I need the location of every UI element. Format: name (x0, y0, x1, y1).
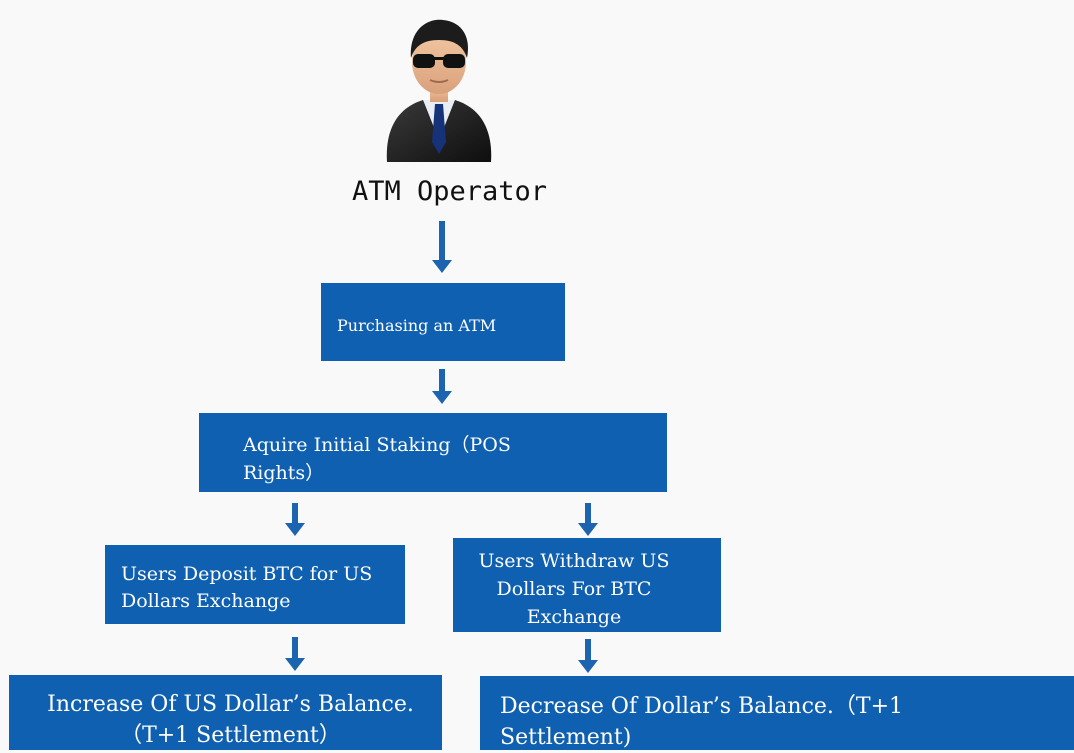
step-deposit: Users Deposit BTC for US Dollars Exchang… (105, 545, 405, 624)
arrow-down-icon (285, 637, 305, 671)
step-purchase: Purchasing an ATM (321, 283, 565, 361)
businessman-icon (386, 19, 492, 162)
step-staking: Aquire Initial Staking（POS Rights） (199, 413, 667, 492)
arrow-down-icon (578, 503, 598, 536)
step-withdraw: Users Withdraw US Dollars For BTC Exchan… (453, 538, 721, 632)
arrow-down-icon (578, 639, 598, 673)
operator-label: ATM Operator (352, 176, 548, 207)
step-purchase-label: Purchasing an ATM (337, 316, 497, 335)
arrow-down-icon (432, 369, 452, 404)
step-increase: Increase Of US Dollar’s Balance.（T+1 Set… (9, 675, 442, 750)
step-withdraw-label: Users Withdraw US Dollars For BTC Exchan… (478, 550, 670, 628)
step-decrease: Decrease Of Dollar’s Balance.（T+1 Settle… (480, 676, 1074, 750)
arrow-down-icon (285, 503, 305, 536)
step-deposit-label: Users Deposit BTC for US Dollars Exchang… (121, 563, 373, 612)
step-staking-label: Aquire Initial Staking（POS Rights） (243, 434, 511, 484)
arrow-down-icon (432, 221, 452, 273)
step-increase-label: Increase Of US Dollar’s Balance.（T+1 Set… (47, 692, 414, 748)
step-decrease-label: Decrease Of Dollar’s Balance.（T+1 Settle… (500, 694, 904, 750)
